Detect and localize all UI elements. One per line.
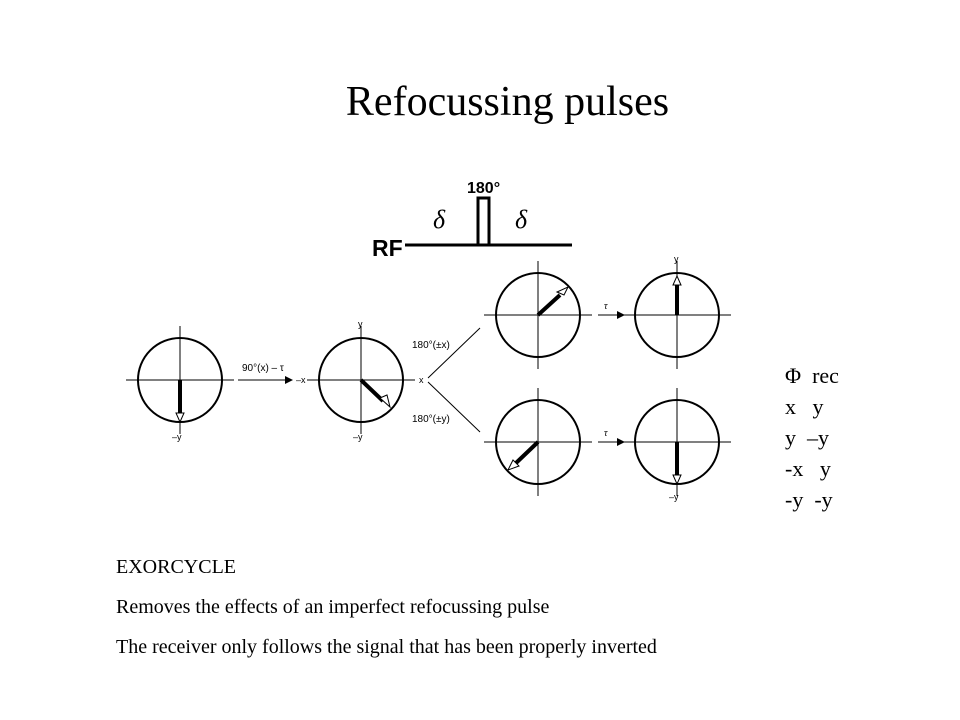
neg-y-label: –y (669, 492, 679, 502)
vector-final-bottom: –y (623, 388, 731, 502)
notes-block: EXORCYCLE Removes the effects of an impe… (116, 553, 657, 673)
receiver-value: y (819, 456, 831, 481)
y-label: y (358, 319, 363, 329)
phase-table-row: x y (785, 391, 839, 422)
rec-header: rec (812, 363, 839, 388)
pulse-label: 180° (467, 180, 500, 197)
neg-x-label: –x (296, 375, 306, 385)
slide-title: Refocussing pulses (345, 79, 670, 125)
note-line: The receiver only follows the signal tha… (116, 636, 657, 658)
vector-final-top: y (623, 254, 731, 369)
delay-left-label: δ (433, 205, 446, 234)
receiver-value: –y (807, 425, 829, 450)
phi-header: Φ (785, 363, 802, 388)
vector-initial: –y (126, 326, 234, 442)
branch-top-label: 180°(±x) (412, 340, 450, 351)
delay-right-label: δ (515, 205, 528, 234)
vector-after-180y (484, 388, 592, 496)
branch-line-top (427, 327, 481, 379)
phase-value: y (785, 425, 796, 450)
rf-label: RF (372, 235, 403, 261)
phase-value: -x (785, 456, 804, 481)
phase-table-row: -y -y (785, 484, 839, 515)
phase-cycle-table: Φ rec x y y –y -x y -y -y (785, 360, 839, 515)
pulse-sequence: RF 180° δ δ (372, 180, 572, 261)
phase-table-row: y –y (785, 422, 839, 453)
phase-table-header: Φ rec (785, 360, 839, 391)
vector-after-180x (484, 261, 592, 369)
neg-y-label: –y (172, 432, 182, 442)
phase-value: -y (785, 487, 804, 512)
receiver-value: -y (814, 487, 833, 512)
arrow-90x-label: 90°(x) – τ (242, 363, 284, 374)
180-pulse (476, 196, 491, 247)
x-label: x (419, 375, 424, 385)
note-heading: EXORCYCLE (116, 556, 236, 578)
y-label: y (674, 254, 679, 264)
branch-line-bottom (427, 381, 481, 433)
phase-value: x (785, 394, 796, 419)
phase-table-row: -x y (785, 453, 839, 484)
vector-after-delay: y –x x –y (296, 319, 424, 442)
tau-label-top: τ (604, 301, 608, 312)
branch-bottom-label: 180°(±y) (412, 414, 450, 425)
neg-y-label: –y (353, 432, 363, 442)
note-line: Removes the effects of an imperfect refo… (116, 596, 550, 618)
receiver-value: y (812, 394, 824, 419)
tau-label-bottom: τ (604, 428, 608, 439)
